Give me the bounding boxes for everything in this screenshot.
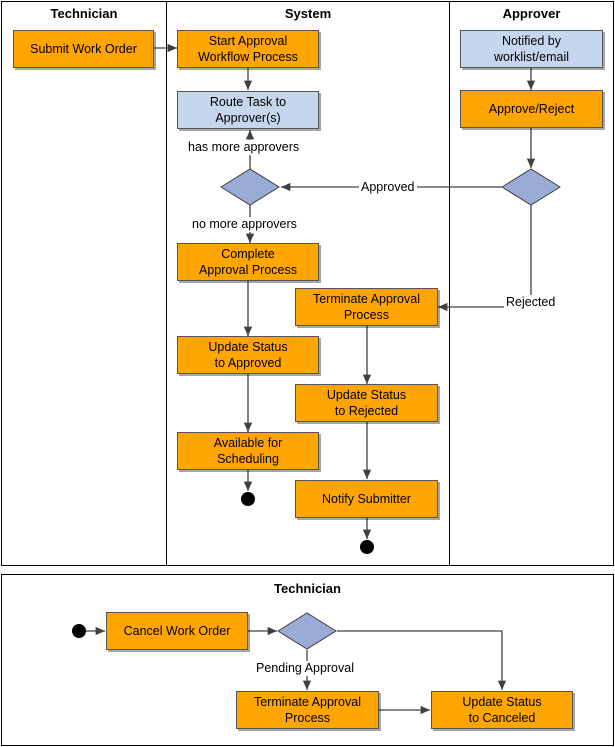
decision-pending: [277, 612, 337, 650]
decision-more-approvers: [220, 168, 280, 206]
lane-title-system: System: [284, 6, 332, 21]
end-point-approved: [241, 492, 255, 506]
label-no-more-approvers: no more approvers: [192, 217, 297, 232]
edge-decision-to-updcanceled: [337, 630, 507, 690]
submit-work-order-node: Submit Work Order: [13, 30, 154, 68]
terminate-approval-bottom-node: Terminate Approval Process: [236, 691, 379, 729]
complete-approval-node: Complete Approval Process: [177, 243, 319, 281]
update-status-canceled-node: Update Status to Canceled: [431, 691, 573, 729]
label-pending-approval: Pending Approval: [254, 661, 356, 676]
edge-rejected: [438, 205, 532, 312]
end-point-rejected: [360, 540, 374, 554]
update-status-rejected-node: Update Status to Rejected: [295, 384, 438, 422]
lane-title-technician-bottom: Technician: [274, 581, 341, 596]
approve-reject-node: Approve/Reject: [460, 90, 603, 128]
lane-title-technician: Technician: [50, 6, 118, 21]
update-status-approved-node: Update Status to Approved: [177, 336, 319, 374]
available-for-scheduling-node: Available for Scheduling: [177, 432, 319, 470]
cancel-work-order-node: Cancel Work Order: [106, 612, 248, 650]
notified-worklist-node: Notified by worklist/email: [460, 30, 603, 68]
terminate-approval-node: Terminate Approval Process: [295, 288, 438, 326]
decision-approve-reject: [501, 168, 561, 206]
label-approved: Approved: [359, 180, 417, 195]
route-task-node: Route Task to Approver(s): [177, 91, 319, 129]
label-has-more-approvers: has more approvers: [188, 140, 300, 155]
label-rejected: Rejected: [504, 295, 558, 310]
lane-title-approver: Approver: [502, 6, 561, 21]
start-point-cancel: [72, 624, 86, 638]
notify-submitter-node: Notify Submitter: [295, 480, 438, 518]
lane-technician-top: [1, 1, 167, 566]
start-approval-node: Start Approval Workflow Process: [177, 30, 319, 68]
